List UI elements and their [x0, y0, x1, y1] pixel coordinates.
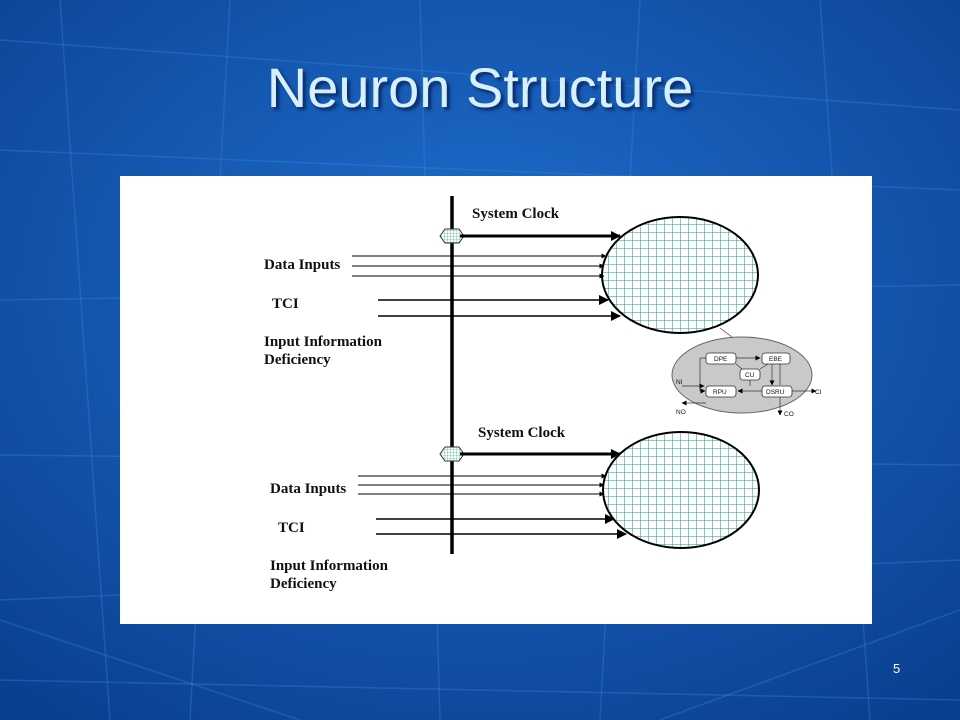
dpe-label: DPE: [714, 356, 728, 363]
neuron-1-deficiency-label-line2: Deficiency: [264, 352, 331, 368]
neuron-1-system-clock-label: System Clock: [472, 206, 560, 222]
neuron-internal-structure: DPE EBE CU RPU DSRU: [671, 327, 822, 418]
ebe-label: EBE: [769, 356, 783, 363]
neuron-2-data-inputs-label: Data Inputs: [270, 481, 346, 497]
neuron-1-cell: [601, 216, 759, 334]
neuron-2: System Clock Data Inputs TCI Input Infor…: [270, 425, 760, 592]
rpu-box: [705, 385, 737, 398]
neuron-1-tci-label: TCI: [272, 296, 299, 312]
co-label: CO: [784, 411, 794, 418]
neuron-diagram-svg: System Clock Data Inputs TCI Input Infor…: [264, 196, 822, 592]
neuron-2-deficiency-label-line1: Input Information: [270, 558, 389, 574]
ni-label: NI: [676, 379, 683, 386]
neuron-1: System Clock Data Inputs TCI Input Infor…: [264, 206, 759, 368]
neuron-2-cell: [602, 431, 760, 549]
rpu-label: RPU: [713, 389, 727, 396]
ci-label: CI: [815, 389, 822, 396]
ebe-box: [761, 352, 791, 365]
dsru-box: [761, 385, 793, 398]
no-label: NO: [676, 409, 686, 416]
neuron-2-system-clock-label: System Clock: [478, 425, 566, 441]
page-number: 5: [893, 661, 901, 676]
neuron-1-data-inputs-label: Data Inputs: [264, 257, 340, 273]
neuron-2-tci-label: TCI: [278, 520, 305, 536]
dpe-box: [705, 352, 737, 365]
neuron-2-deficiency-label-line2: Deficiency: [270, 576, 337, 592]
neuron-1-clock-node: [439, 228, 465, 244]
neuron-2-clock-node: [439, 446, 465, 462]
dsru-label: DSRU: [766, 389, 785, 396]
slide-title: Neuron Structure: [266, 56, 694, 119]
neuron-1-deficiency-label-line1: Input Information: [264, 334, 383, 350]
cu-label: CU: [745, 372, 755, 379]
neuron-diagram: System Clock Data Inputs TCI Input Infor…: [120, 176, 872, 624]
